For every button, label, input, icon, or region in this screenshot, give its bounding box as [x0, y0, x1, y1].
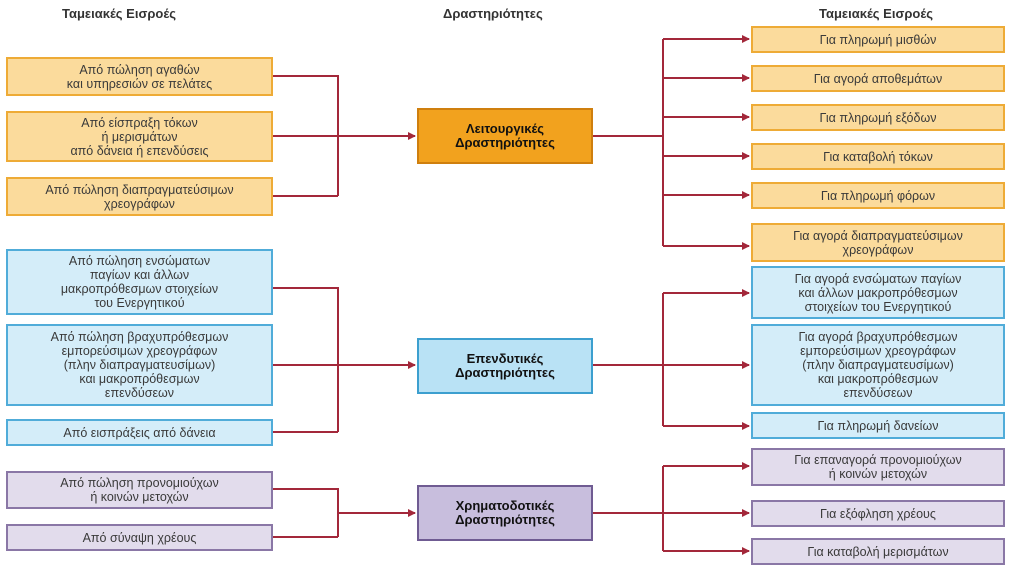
financing-outflow-box: Για καταβολή μερισμάτων [751, 538, 1005, 565]
investing-outflow-label: Για αγορά βραχυπρόθεσμων εμπορεύσιμων χρ… [798, 330, 958, 400]
operating-outflow-label: Για πληρωμή φόρων [820, 188, 936, 203]
operating-inflow-label: Από πώληση διαπραγματεύσιμων χρεογράφων [45, 182, 234, 211]
investing-inflow-connectors [273, 287, 339, 433]
operating-activities-label: Λειτουργικές Δραστηριότητες [455, 121, 555, 150]
operating-outflow-label: Για αγορά διαπραγματεύσιμων χρεογράφων [793, 228, 963, 257]
investing-outflow-box: Για αγορά ενσώματων παγίων και άλλων μακ… [751, 266, 1005, 319]
investing-inflow-label: Από πώληση ενσώματων παγίων και άλλων μα… [60, 254, 219, 310]
financing-inflow-connectors [273, 488, 339, 538]
financing-inflow-label: Από σύναψη χρέους [82, 530, 197, 545]
financing-inflow-box: Από σύναψη χρέους [6, 524, 273, 551]
financing-activities-box: Χρηματοδοτικές Δραστηριότητες [417, 485, 593, 541]
operating-outflow-box: Για πληρωμή μισθών [751, 26, 1005, 53]
financing-outflow-label: Για επαναγορά προνομιούχων ή κοινών μετο… [794, 453, 962, 481]
financing-outflow-box: Για εξόφληση χρέους [751, 500, 1005, 527]
investing-inflow-box: Από εισπράξεις από δάνεια [6, 419, 273, 446]
operating-outflow-label: Για πληρωμή μισθών [819, 32, 937, 47]
operating-outflow-label: Για πληρωμή εξόδων [819, 110, 937, 125]
operating-activities-box: Λειτουργικές Δραστηριότητες [417, 108, 593, 164]
operating-inflow-label: Από πώληση αγαθών και υπηρεσιών σε πελάτ… [66, 62, 213, 91]
investing-inflow-label: Από εισπράξεις από δάνεια [63, 425, 216, 440]
investing-outflow-label: Για αγορά ενσώματων παγίων και άλλων μακ… [794, 271, 962, 314]
investing-activities-box: Επενδυτικές Δραστηριότητες [417, 338, 593, 394]
investing-outflow-box: Για αγορά βραχυπρόθεσμων εμπορεύσιμων χρ… [751, 324, 1005, 406]
left-column-header: Ταμειακές Εισροές [62, 6, 176, 21]
operating-outflow-box: Για αγορά αποθεμάτων [751, 65, 1005, 92]
operating-outflow-label: Για καταβολή τόκων [823, 149, 933, 164]
operating-outflow-box: Για πληρωμή φόρων [751, 182, 1005, 209]
investing-inflow-label: Από πώληση βραχυπρόθεσμων εμπορεύσιμων χ… [50, 330, 229, 400]
operating-inflow-box: Από πώληση διαπραγματεύσιμων χρεογράφων [6, 177, 273, 216]
investing-outflow-box: Για πληρωμή δανείων [751, 412, 1005, 439]
operating-outflow-box: Για αγορά διαπραγματεύσιμων χρεογράφων [751, 223, 1005, 262]
operating-inflow-connectors [273, 75, 339, 197]
operating-inflow-box: Από πώληση αγαθών και υπηρεσιών σε πελάτ… [6, 57, 273, 96]
operating-inflow-label: Από είσπραξη τόκων ή μερισμάτων από δάνε… [70, 115, 209, 158]
financing-outflow-label: Για καταβολή μερισμάτων [807, 544, 949, 559]
operating-outflow-label: Για αγορά αποθεμάτων [813, 71, 943, 86]
financing-outflow-label: Για εξόφληση χρέους [820, 506, 936, 521]
investing-outflow-label: Για πληρωμή δανείων [817, 418, 939, 433]
operating-inflow-box: Από είσπραξη τόκων ή μερισμάτων από δάνε… [6, 111, 273, 162]
investing-activities-label: Επενδυτικές Δραστηριότητες [455, 351, 555, 380]
investing-inflow-box: Από πώληση βραχυπρόθεσμων εμπορεύσιμων χ… [6, 324, 273, 406]
financing-outflow-box: Για επαναγορά προνομιούχων ή κοινών μετο… [751, 448, 1005, 486]
investing-inflow-box: Από πώληση ενσώματων παγίων και άλλων μα… [6, 249, 273, 315]
operating-outflow-box: Για καταβολή τόκων [751, 143, 1005, 170]
center-column-header: Δραστηριότητες [443, 6, 543, 21]
operating-outflow-box: Για πληρωμή εξόδων [751, 104, 1005, 131]
financing-inflow-label: Από πώληση προνομιούχων ή κοινών μετοχών [60, 476, 219, 504]
financing-activities-label: Χρηματοδοτικές Δραστηριότητες [455, 498, 555, 527]
financing-inflow-box: Από πώληση προνομιούχων ή κοινών μετοχών [6, 471, 273, 509]
right-column-header: Ταμειακές Εισροές [819, 6, 933, 21]
